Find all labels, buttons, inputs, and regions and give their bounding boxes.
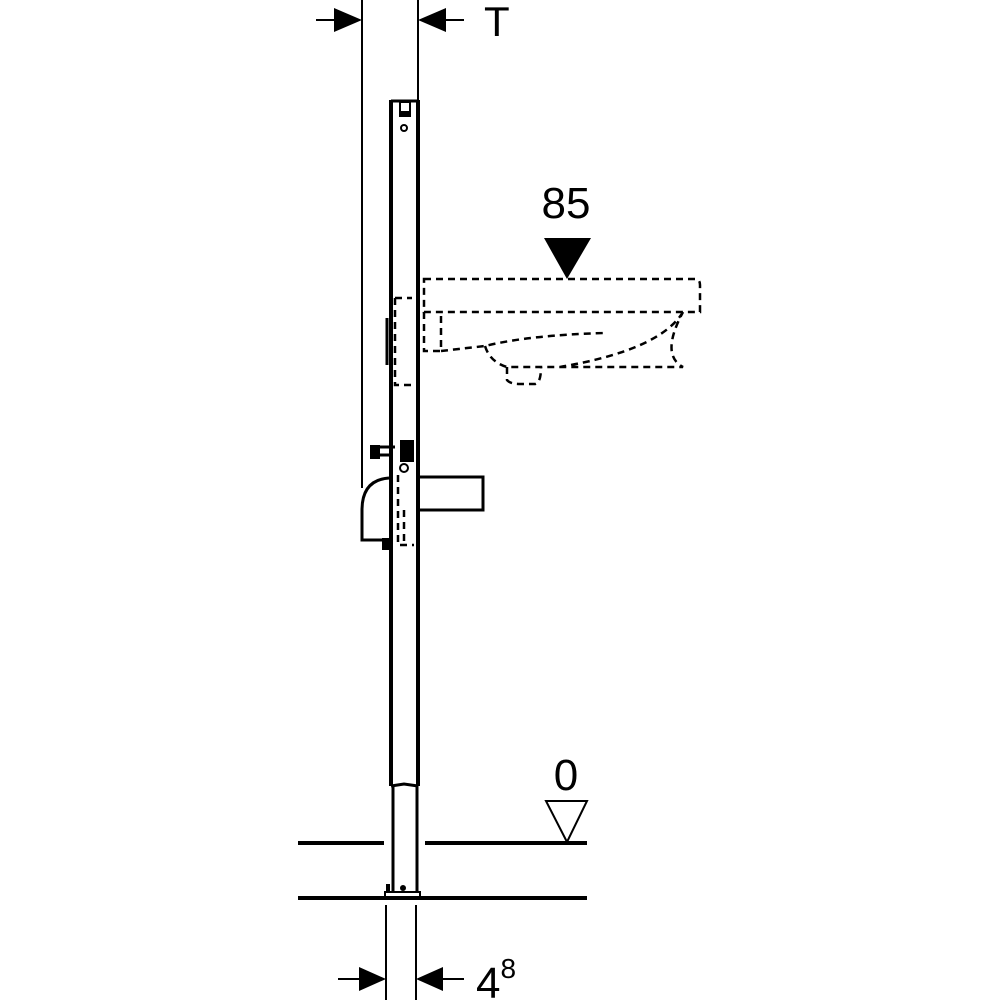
arrow-right-icon [334, 8, 362, 32]
arrow-right-icon [359, 967, 386, 991]
foot-width-dimension: 48 [338, 905, 516, 1000]
floor-level: 0 [298, 751, 589, 900]
sink-height-label: 85 [542, 179, 591, 228]
arrow-left-icon [416, 967, 443, 991]
depth-dimension: T [316, 0, 510, 488]
depth-label: T [484, 0, 510, 45]
mounting-frame [360, 99, 485, 899]
level-marker-outline-icon [544, 800, 589, 845]
arrow-left-icon [418, 8, 446, 32]
foot-width-base: 4 [476, 959, 500, 1000]
foot-width-label: 48 [476, 953, 516, 1000]
foot-width-sup: 8 [500, 953, 516, 984]
washbasin-outline: 85 [422, 179, 702, 386]
level-marker-filled-icon [544, 238, 591, 279]
floor-level-label: 0 [554, 751, 578, 800]
